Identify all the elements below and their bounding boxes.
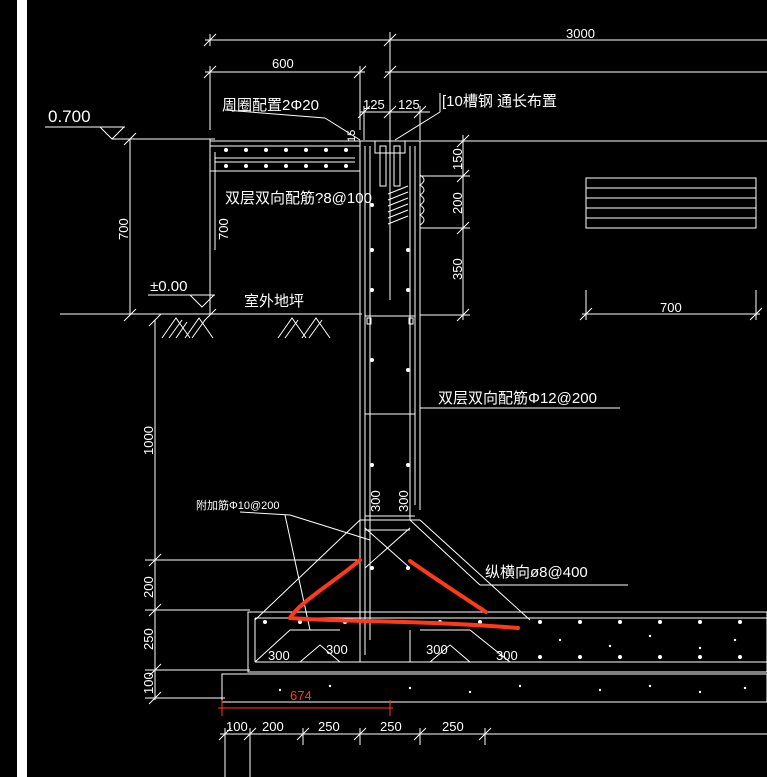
- dim-right-150: 150: [450, 148, 465, 170]
- label-ring-rebar: 周圈配置2Φ20: [222, 97, 319, 114]
- label-double-layer-wall: 双层双向配筋Φ12@200: [438, 390, 597, 407]
- dim-top-total: 3000: [566, 26, 595, 41]
- elevation-ground: ±0.00: [150, 278, 187, 295]
- dim-right-200: 200: [450, 192, 465, 214]
- dim-table-700: 700: [660, 300, 682, 315]
- elevation-top: 0.700: [48, 107, 91, 126]
- dim-right-350: 350: [450, 258, 465, 280]
- dim-haunch-300-a: 300: [368, 490, 383, 512]
- dim-foot-300-b: 300: [326, 642, 348, 657]
- label-double-layer-top: 双层双向配筋?8@100: [225, 190, 372, 207]
- dim-foot-300-a: 300: [268, 648, 290, 663]
- frame-border-left: [17, 0, 27, 777]
- dim-left-1000: 1000: [141, 426, 156, 455]
- red-dim-674: 674: [290, 688, 312, 703]
- dim-bottom-100: 100: [226, 719, 248, 734]
- dim-left-700-b: 700: [216, 218, 231, 240]
- dim-top-wall-a: 125: [363, 97, 385, 112]
- drawing-lines: [45, 32, 767, 777]
- dim-foot-300-d: 300: [496, 648, 518, 663]
- dim-small-15: 15: [346, 130, 358, 142]
- dim-left-200: 200: [141, 576, 156, 598]
- red-markup: [288, 558, 520, 630]
- dim-left-100: 100: [141, 672, 156, 694]
- dim-bottom-250-c: 250: [442, 719, 464, 734]
- dim-left-250: 250: [141, 628, 156, 650]
- label-outdoor-ground: 室外地坪: [244, 293, 304, 310]
- dim-bottom-200: 200: [262, 719, 284, 734]
- dim-top-wall-b: 125: [398, 97, 420, 112]
- label-longitudinal: 纵横向ø8@400: [485, 564, 588, 581]
- red-dimension: [218, 700, 393, 716]
- dim-haunch-300-b: 300: [396, 490, 411, 512]
- dim-bottom-250-b: 250: [380, 719, 402, 734]
- dim-foot-300-c: 300: [426, 642, 448, 657]
- label-additional-rebar: 附加筋Φ10@200: [196, 498, 280, 512]
- rebar-dots: [224, 148, 747, 694]
- dim-top-left: 600: [272, 56, 294, 71]
- label-channel-steel: [10槽钢 通长布置: [442, 93, 557, 110]
- dim-left-700-a: 700: [116, 218, 131, 240]
- dim-bottom-250-a: 250: [318, 719, 340, 734]
